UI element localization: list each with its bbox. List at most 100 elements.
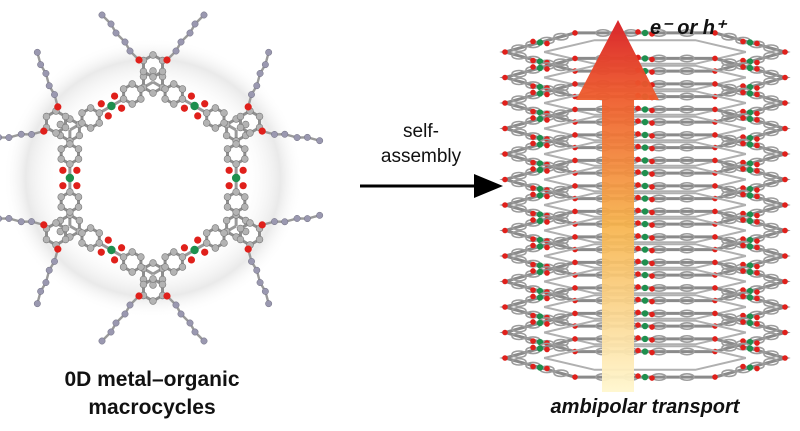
carbon-atom xyxy=(137,95,145,103)
layer-inner-outline xyxy=(543,64,747,91)
oxygen-atom xyxy=(754,346,760,353)
alkyl-atom xyxy=(37,287,45,295)
oxygen-atom xyxy=(40,127,48,135)
layer-ring xyxy=(511,357,527,366)
layer-ring xyxy=(763,273,779,282)
carbon-atom xyxy=(255,235,264,244)
oxygen-atom xyxy=(530,363,536,370)
carbon-atom xyxy=(232,140,240,148)
alkyl-atom xyxy=(126,301,134,309)
metal-atom xyxy=(746,141,754,148)
oxygen-atom xyxy=(544,219,550,225)
oxygen-atom xyxy=(530,159,536,166)
alkyl-atom xyxy=(107,328,115,336)
layer-inner-outline xyxy=(543,90,747,116)
carbon-atom xyxy=(42,112,51,121)
carbon-atom xyxy=(61,123,70,132)
oxygen-atom xyxy=(754,193,760,200)
oxygen-atom xyxy=(649,171,655,177)
carbon-atom xyxy=(66,160,74,168)
oxygen-atom xyxy=(239,166,247,174)
oxygen-atom xyxy=(572,259,578,266)
layer-ring xyxy=(553,236,569,245)
layer-ring xyxy=(679,271,695,280)
layer-ring xyxy=(553,211,569,220)
layer-ring xyxy=(679,334,695,343)
metal-atom xyxy=(746,217,754,225)
oxygen-atom xyxy=(635,309,641,316)
layer-ring xyxy=(721,211,737,220)
oxygen-atom xyxy=(530,261,536,268)
oxygen-atom xyxy=(712,234,718,240)
oxygen-atom xyxy=(782,151,788,157)
carbon-atom xyxy=(220,119,228,127)
oxygen-atom xyxy=(530,191,536,198)
oxygen-atom xyxy=(180,104,189,112)
arrow-head xyxy=(474,174,503,198)
oxygen-atom xyxy=(73,182,81,190)
layer-ring xyxy=(511,204,527,213)
carbon-atom xyxy=(74,145,83,153)
metal-atom xyxy=(746,185,754,193)
oxygen-atom xyxy=(54,245,62,253)
carbon-atom xyxy=(170,248,178,256)
layer-inner-outline xyxy=(543,115,747,142)
oxygen-atom xyxy=(530,115,536,121)
metal-atom xyxy=(107,101,116,111)
oxygen-atom xyxy=(635,182,641,188)
oxygen-atom xyxy=(754,66,760,72)
oxygen-atom xyxy=(530,166,536,172)
layer-ring xyxy=(553,32,569,41)
alkyl-atom xyxy=(51,91,58,99)
oxygen-atom xyxy=(782,49,788,55)
layer-ring xyxy=(763,255,779,264)
carbon-atom xyxy=(236,112,245,121)
layer-ring xyxy=(553,185,569,194)
layer-ring xyxy=(721,160,737,169)
metal-atom xyxy=(536,90,544,97)
alkyl-atom xyxy=(107,20,115,28)
carbon-atom xyxy=(139,280,148,289)
oxygen-atom xyxy=(635,233,641,239)
metal-atom xyxy=(746,211,754,218)
carbon-atom xyxy=(161,95,169,103)
layer-ring xyxy=(553,262,569,271)
metal-atom xyxy=(536,217,544,225)
oxygen-atom xyxy=(754,365,760,372)
layer-ring xyxy=(511,69,527,78)
oxygen-atom xyxy=(740,166,746,172)
layer-ring xyxy=(679,118,695,127)
layer-ring xyxy=(763,171,779,180)
oxygen-atom xyxy=(572,208,578,215)
oxygen-atom xyxy=(712,81,718,87)
layer-ring xyxy=(553,369,569,378)
oxygen-atom xyxy=(754,289,760,295)
alkyl-atom xyxy=(45,266,53,274)
layer-ring xyxy=(763,128,779,137)
oxygen-atom xyxy=(502,176,508,183)
layer-ring xyxy=(511,306,527,315)
carbon-atom xyxy=(128,268,136,276)
oxygen-atom xyxy=(754,91,760,98)
metal-atom xyxy=(746,294,754,301)
carbon-atom xyxy=(202,109,211,117)
carbon-atom xyxy=(128,100,136,108)
oxygen-atom xyxy=(244,245,252,253)
layer-ring xyxy=(511,179,527,188)
oxygen-atom xyxy=(712,30,718,36)
oxygen-atom xyxy=(544,193,550,200)
layer-ring xyxy=(679,181,695,190)
layer-ring xyxy=(763,230,779,239)
metal-atom xyxy=(536,166,544,174)
carbon-atom xyxy=(246,129,254,137)
oxygen-atom xyxy=(740,134,746,140)
carbon-atom xyxy=(236,235,245,244)
metal-atom xyxy=(746,115,754,123)
layer-ring xyxy=(763,95,779,104)
oxygen-atom xyxy=(530,268,536,274)
layer-ring xyxy=(679,105,695,114)
alkyl-atom xyxy=(28,130,35,138)
layer-ring xyxy=(511,120,527,129)
oxygen-atom xyxy=(740,115,746,121)
layer-ring xyxy=(721,83,737,92)
